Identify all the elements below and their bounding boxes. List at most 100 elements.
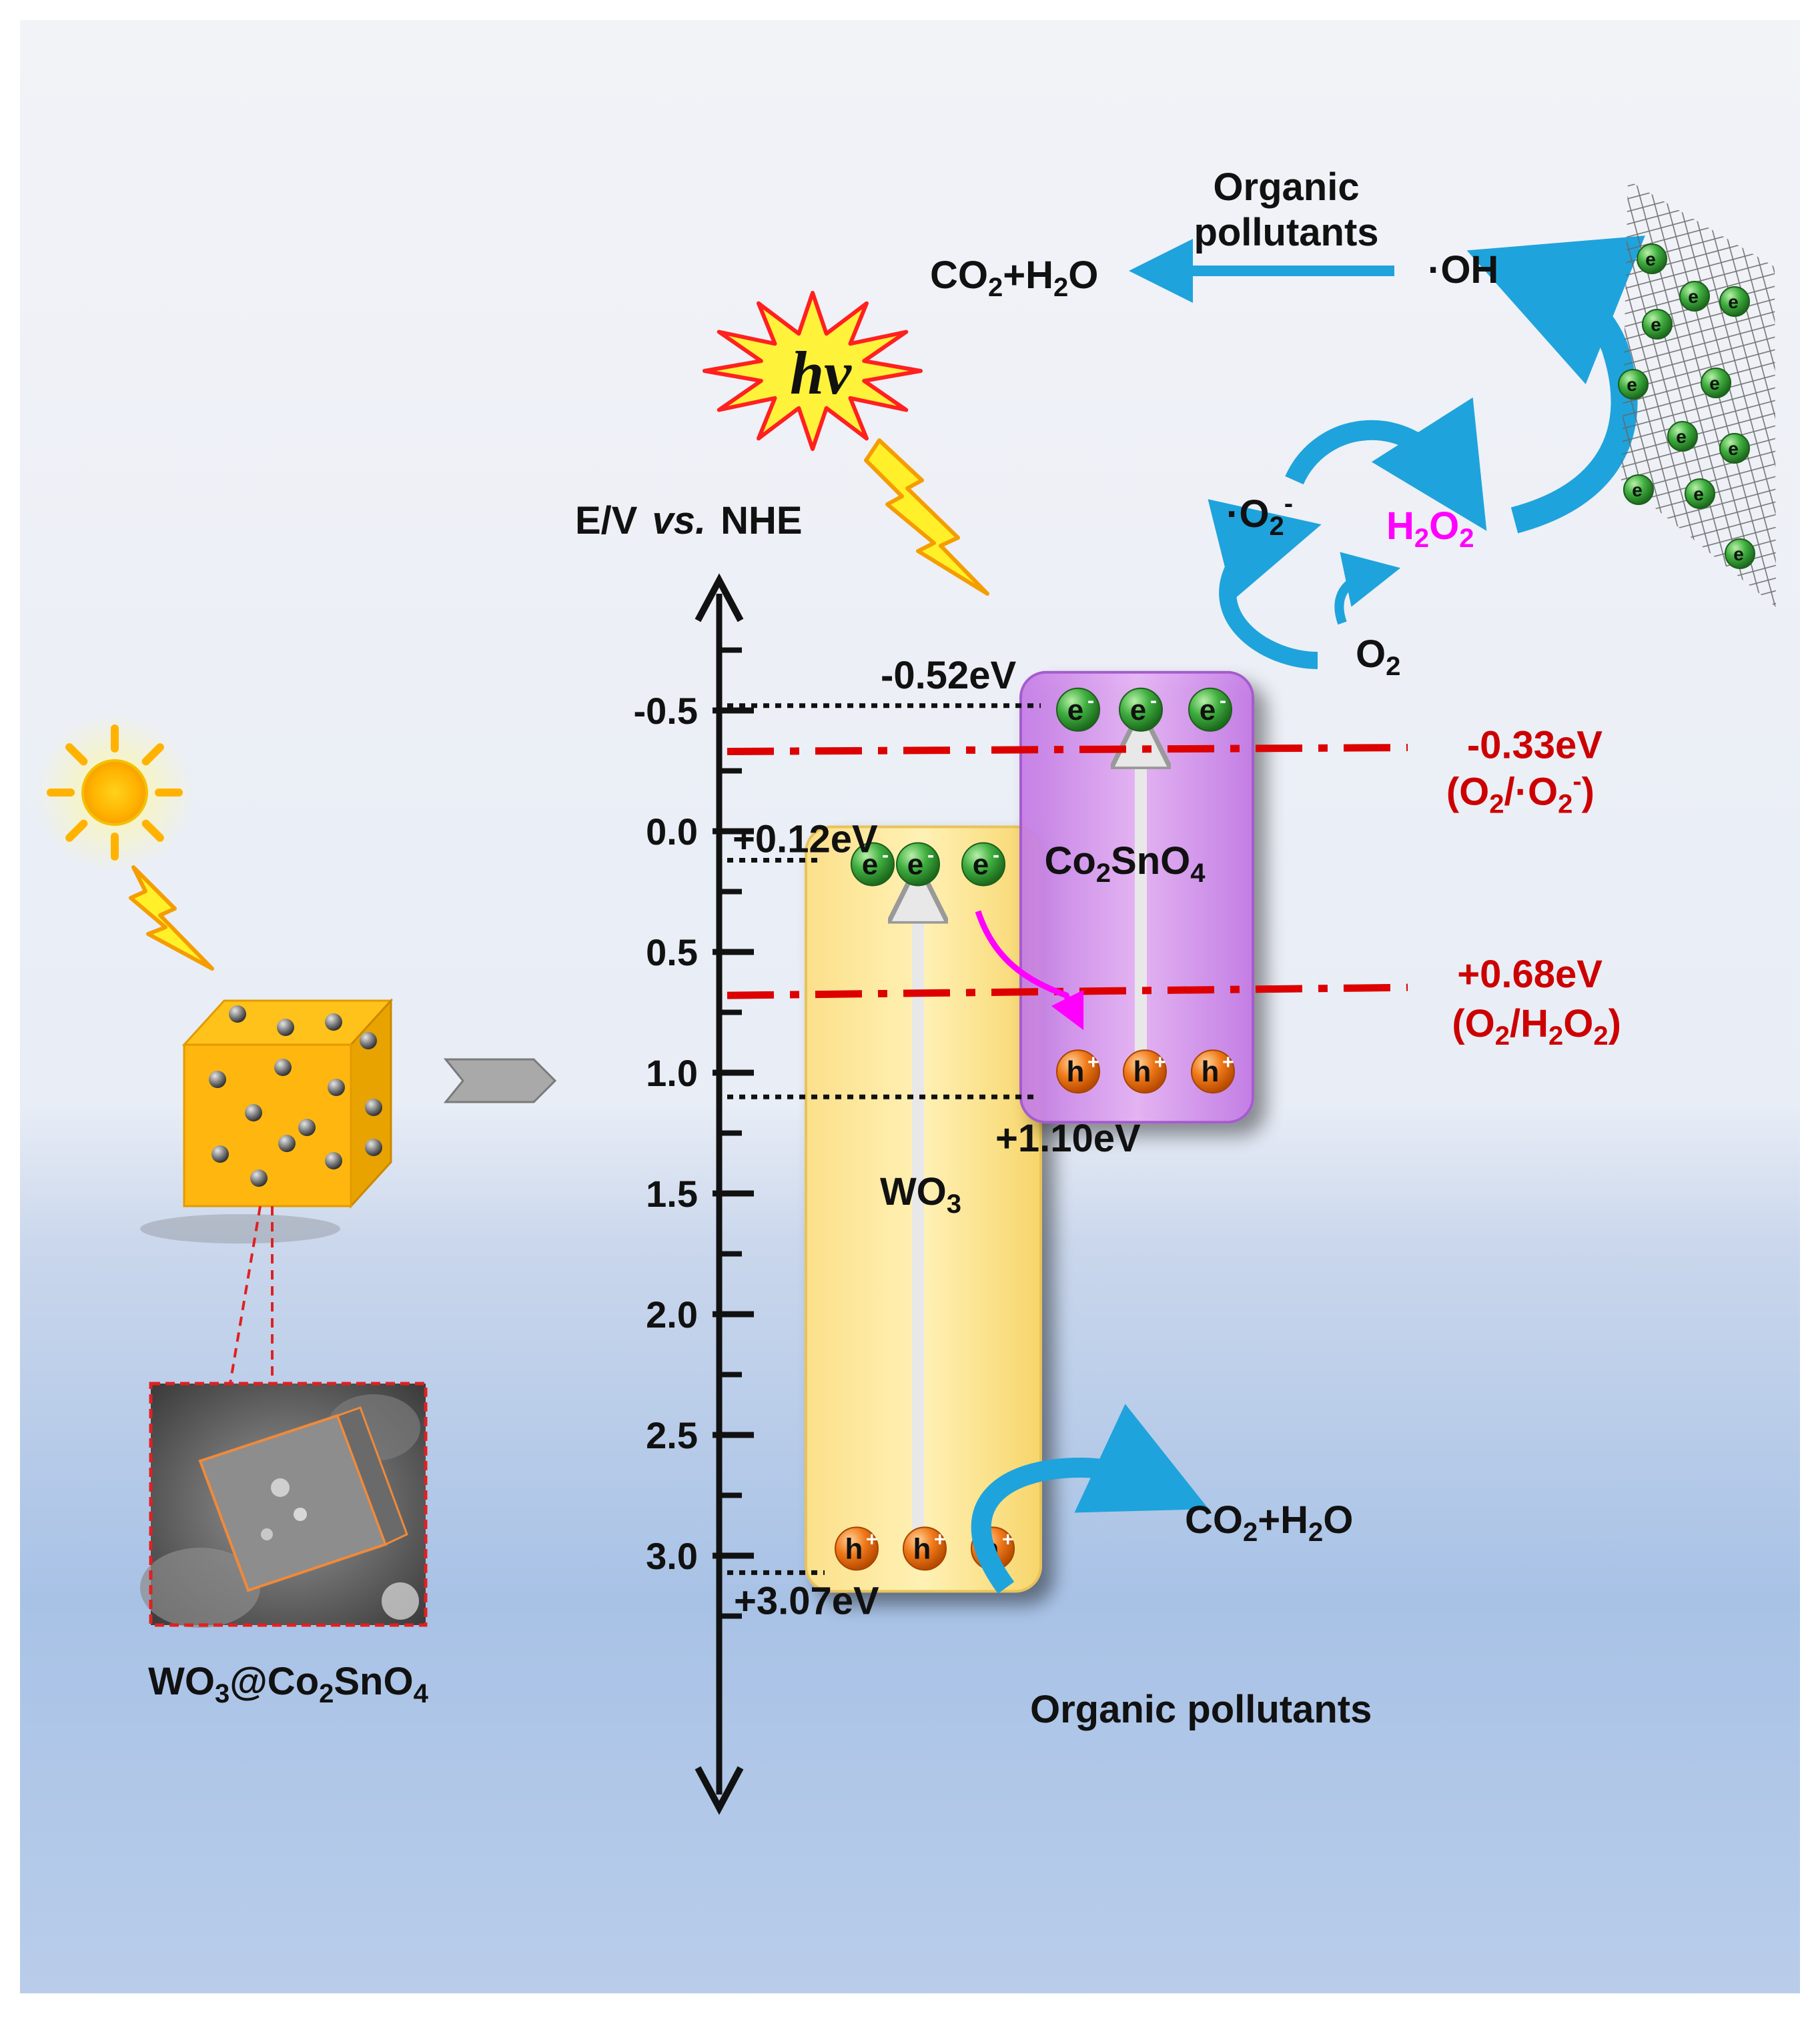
svg-text:e: e bbox=[973, 848, 989, 881]
nanoparticle-icon bbox=[325, 1152, 342, 1169]
svg-text:-: - bbox=[882, 844, 889, 866]
svg-text:e: e bbox=[1200, 694, 1216, 726]
axis-tick-label: 0.0 bbox=[646, 811, 698, 853]
superoxide-couple-label: (O2/·O2-) bbox=[1446, 767, 1595, 819]
nanoparticle-icon bbox=[209, 1071, 226, 1088]
svg-text:+: + bbox=[1154, 1051, 1166, 1073]
nanoparticle-icon bbox=[250, 1169, 268, 1187]
svg-text:hν: hν bbox=[790, 339, 852, 407]
svg-text:e: e bbox=[1728, 438, 1739, 459]
svg-text:-: - bbox=[993, 844, 999, 866]
co2sno4-cb-label: -0.52eV bbox=[881, 654, 1016, 697]
svg-text:e: e bbox=[1651, 314, 1661, 335]
electron-icon: e bbox=[1623, 474, 1654, 505]
svg-text:e: e bbox=[1693, 484, 1704, 504]
electron-icon: e- bbox=[851, 842, 895, 887]
hydroxyl-label: ·OH bbox=[1428, 248, 1498, 292]
axis-tick-label: -0.5 bbox=[634, 690, 699, 732]
svg-text:+: + bbox=[1002, 1528, 1014, 1550]
pollutants-label-top-2: pollutants bbox=[1194, 211, 1378, 254]
hole-icon: h+ bbox=[1191, 1049, 1235, 1094]
redox-line-peroxide bbox=[727, 983, 1408, 999]
peroxide-potential-label: +0.68eV bbox=[1457, 953, 1603, 996]
products-label-bottom: CO2+H2O bbox=[1185, 1498, 1353, 1547]
svg-text:e: e bbox=[1130, 694, 1146, 726]
o2-label: O2 bbox=[1356, 632, 1400, 681]
electron-icon: e- bbox=[961, 842, 1005, 887]
pollutants-label-top-1: Organic bbox=[1213, 165, 1359, 209]
nanoparticle-icon bbox=[325, 1013, 342, 1031]
nanoparticle-icon bbox=[229, 1005, 246, 1023]
peroxide-couple-label: (O2/H2O2) bbox=[1452, 1002, 1621, 1051]
svg-text:e: e bbox=[1709, 373, 1720, 394]
svg-text:e: e bbox=[1728, 292, 1739, 312]
electron-icon: e- bbox=[1056, 687, 1100, 732]
axis-tick-label: 1.0 bbox=[646, 1052, 698, 1094]
svg-text:e: e bbox=[1733, 544, 1744, 564]
svg-text:h: h bbox=[1067, 1055, 1085, 1088]
svg-text:e: e bbox=[862, 848, 878, 881]
electron-icon: e bbox=[1667, 421, 1698, 452]
electron-icon: e bbox=[1637, 243, 1667, 274]
svg-text:+: + bbox=[1087, 1051, 1099, 1073]
axis-tick-label: 2.0 bbox=[646, 1294, 698, 1336]
pollutants-label-bottom: Organic pollutants bbox=[1030, 1688, 1372, 1731]
svg-text:h: h bbox=[845, 1532, 863, 1565]
axis-tick-label: 2.5 bbox=[646, 1414, 698, 1456]
svg-text:+: + bbox=[866, 1528, 878, 1550]
svg-text:-: - bbox=[1087, 690, 1094, 712]
wo3-cb-label: +0.12eV bbox=[733, 817, 878, 861]
composite-label: WO3@Co2SnO4 bbox=[148, 1660, 428, 1708]
svg-text:e: e bbox=[1676, 426, 1687, 447]
svg-text:e: e bbox=[907, 848, 923, 881]
svg-text:+: + bbox=[1222, 1051, 1234, 1073]
svg-text:-: - bbox=[1220, 690, 1226, 712]
electron-icon: e bbox=[1679, 281, 1710, 312]
redox-line-superoxide bbox=[727, 744, 1408, 756]
lightning-icon bbox=[129, 865, 214, 971]
electron-icon: e bbox=[1685, 478, 1715, 509]
wo3-vb-label: +3.07eV bbox=[734, 1579, 879, 1622]
nanoparticle-icon bbox=[211, 1145, 229, 1163]
nanoparticle-icon bbox=[365, 1139, 382, 1156]
hole-icon: h+ bbox=[1056, 1049, 1100, 1094]
hole-icon: h+ bbox=[903, 1526, 947, 1571]
composite-cube-icon bbox=[140, 998, 394, 1243]
axis-tick-label: 3.0 bbox=[646, 1535, 698, 1577]
electron-transfer-arrow bbox=[975, 910, 1084, 1031]
nanoparticle-icon bbox=[298, 1119, 316, 1136]
electron-icon: e bbox=[1719, 433, 1750, 464]
svg-text:e: e bbox=[1645, 249, 1656, 270]
svg-text:e: e bbox=[1632, 480, 1643, 500]
svg-text:e: e bbox=[1067, 694, 1083, 726]
electron-mesh-icon: e e e e e e e e e e e bbox=[1618, 180, 1776, 607]
zoom-guide-lines bbox=[229, 1205, 274, 1384]
nanoparticle-icon bbox=[278, 1135, 296, 1152]
sem-image bbox=[140, 1382, 428, 1628]
nanoparticle-icon bbox=[274, 1059, 292, 1076]
nanoparticle-icon bbox=[360, 1032, 377, 1049]
energy-axis: -0.50.00.51.01.52.02.53.0 bbox=[634, 573, 754, 1815]
svg-text:+: + bbox=[934, 1528, 946, 1550]
axis-tick-label: 0.5 bbox=[646, 931, 698, 973]
svg-text:h: h bbox=[913, 1532, 931, 1565]
electron-icon: e- bbox=[896, 842, 940, 887]
co2sno4-band-name: Co2SnO4 bbox=[1044, 839, 1206, 888]
co2sno4-vb-label: +1.10eV bbox=[995, 1117, 1141, 1160]
electron-icon: e bbox=[1642, 309, 1673, 340]
lightning-bolt-icon bbox=[864, 438, 989, 596]
electron-icon: e bbox=[1701, 368, 1731, 398]
svg-text:e: e bbox=[1688, 286, 1699, 307]
electron-icon: e bbox=[1618, 369, 1649, 400]
superoxide-potential-label: -0.33eV bbox=[1467, 724, 1603, 767]
photon-burst-icon: hν bbox=[703, 291, 923, 451]
wo3-band-name: WO3 bbox=[880, 1170, 961, 1219]
hole-icon: h+ bbox=[1123, 1049, 1167, 1094]
process-arrow-icon bbox=[443, 1058, 557, 1103]
svg-text:h: h bbox=[1133, 1055, 1152, 1088]
svg-text:h: h bbox=[1202, 1055, 1220, 1088]
electron-icon: e- bbox=[1119, 687, 1163, 732]
hole-icon: h+ bbox=[835, 1526, 879, 1571]
